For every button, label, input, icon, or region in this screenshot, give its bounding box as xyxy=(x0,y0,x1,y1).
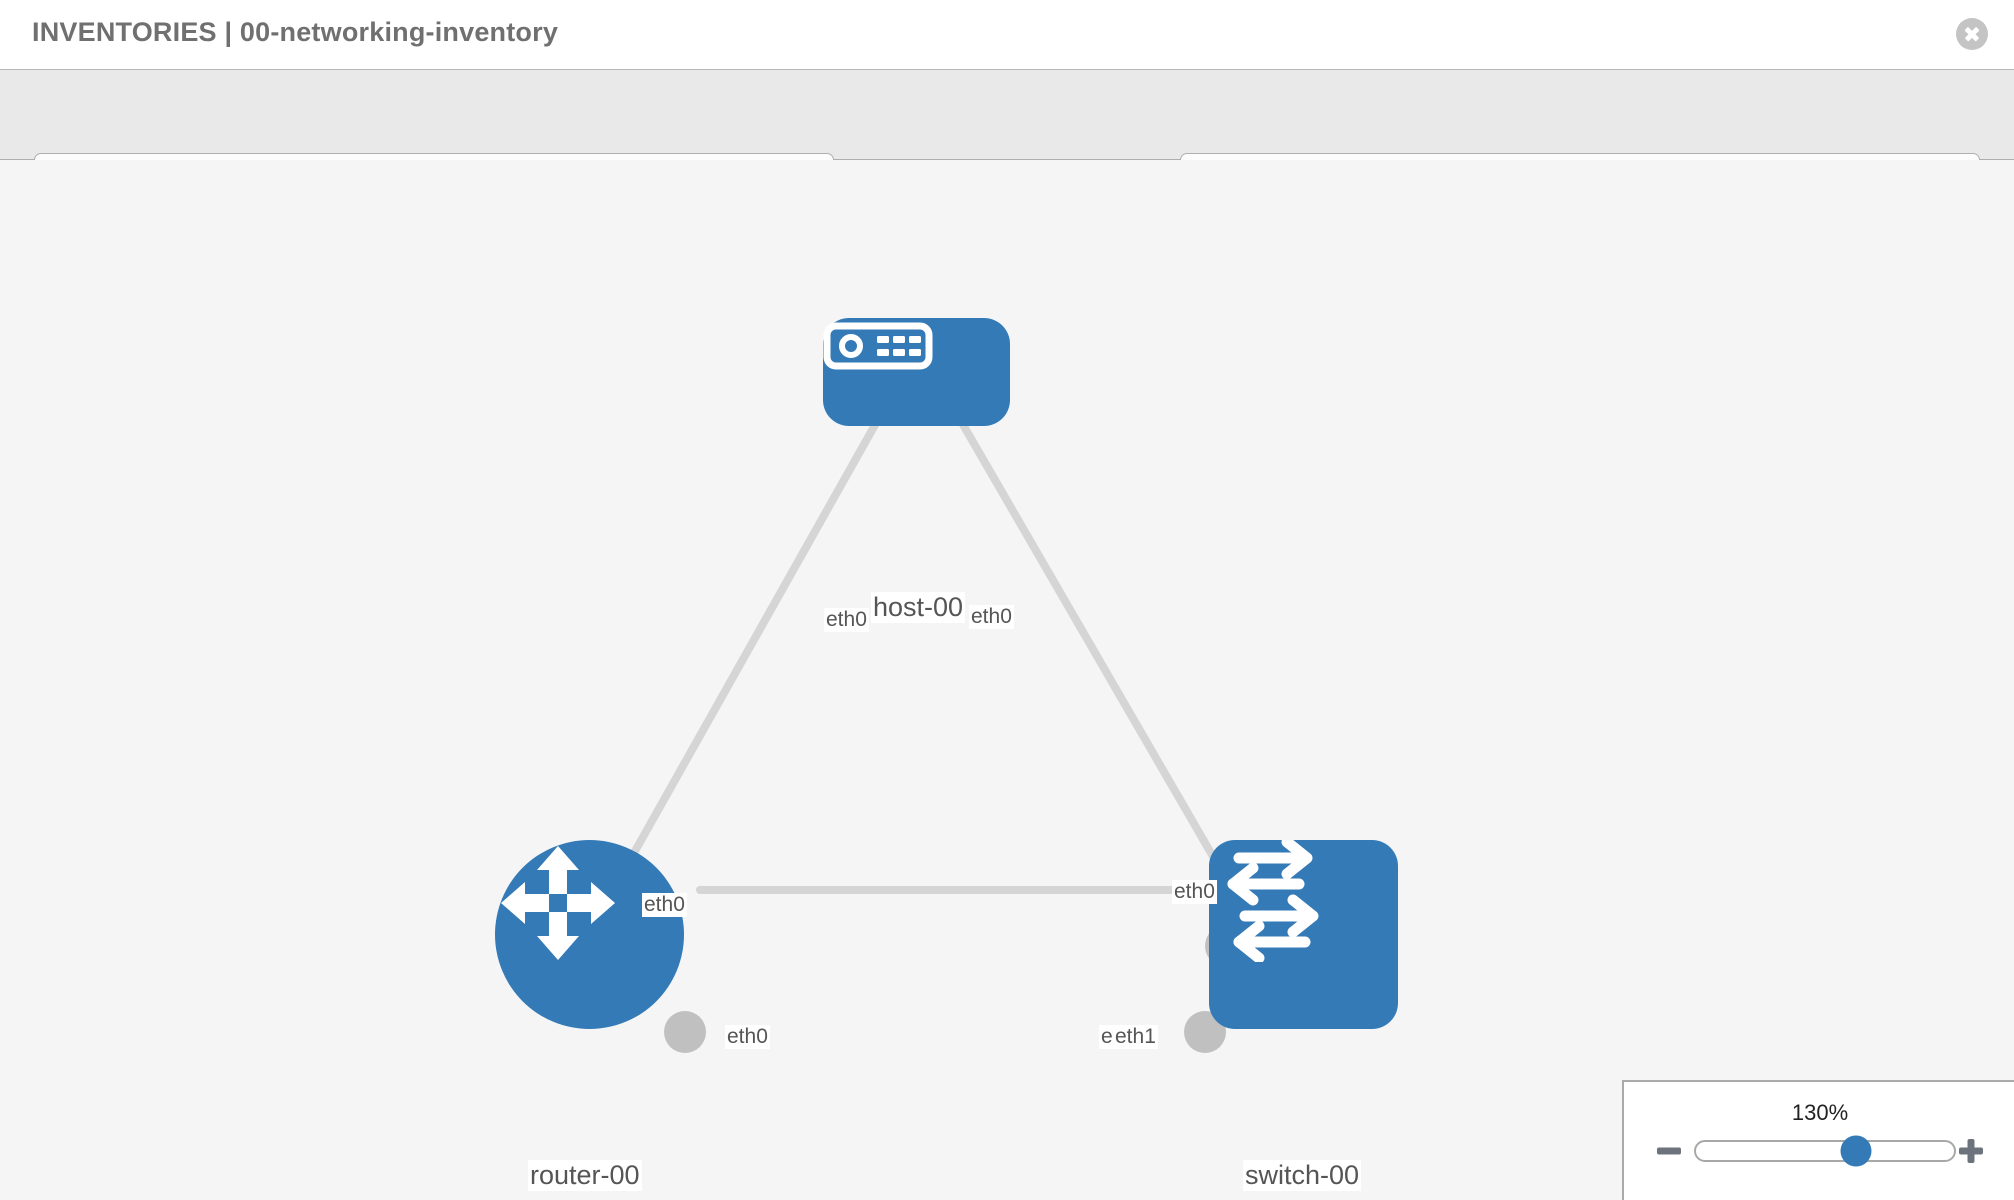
zoom-control-panel: 130% xyxy=(1622,1080,2014,1200)
zoom-slider-track[interactable] xyxy=(1694,1135,1956,1167)
edge-label-host-right: eth0 xyxy=(969,605,1014,630)
topology-links xyxy=(626,412,1219,894)
edge-label-switch-up: eth0 xyxy=(1172,880,1217,905)
router-shape[interactable] xyxy=(495,840,684,1029)
edge-label-router-right: eth0 xyxy=(725,1025,770,1050)
page-title: INVENTORIES | 00-networking-inventory xyxy=(32,17,559,47)
node-label-host-00: host-00 xyxy=(871,592,966,624)
zoom-out-button[interactable] xyxy=(1652,1134,1686,1168)
host-shape[interactable] xyxy=(823,318,1010,426)
server-icon xyxy=(823,322,933,370)
link-host-switch xyxy=(954,412,1219,864)
edge-label-switch-left-b: eth1 xyxy=(1113,1025,1158,1050)
edge-label-host-left: eth0 xyxy=(824,608,869,633)
switch-shape[interactable] xyxy=(1209,840,1398,1029)
close-icon[interactable] xyxy=(1956,18,1988,50)
topology-canvas[interactable]: eth0 host-00 eth0 xyxy=(0,160,2014,1200)
zoom-slider-thumb[interactable] xyxy=(1840,1135,1872,1167)
edge-label-router-up: eth0 xyxy=(642,893,687,918)
zoom-level-label: 130% xyxy=(1791,1100,1849,1125)
link-host-router xyxy=(626,412,884,864)
port-router-right[interactable] xyxy=(664,1011,706,1053)
switch-arrows-icon xyxy=(1227,840,1319,962)
router-arrows-icon xyxy=(501,846,615,960)
node-label-switch-00: switch-00 xyxy=(1243,1160,1362,1192)
node-label-router-00: router-00 xyxy=(528,1160,642,1192)
zoom-in-button[interactable] xyxy=(1954,1134,1988,1168)
page-header: INVENTORIES | 00-networking-inventory xyxy=(0,0,2014,70)
toolbar: ACTIONS SEARCH xyxy=(0,70,2014,209)
